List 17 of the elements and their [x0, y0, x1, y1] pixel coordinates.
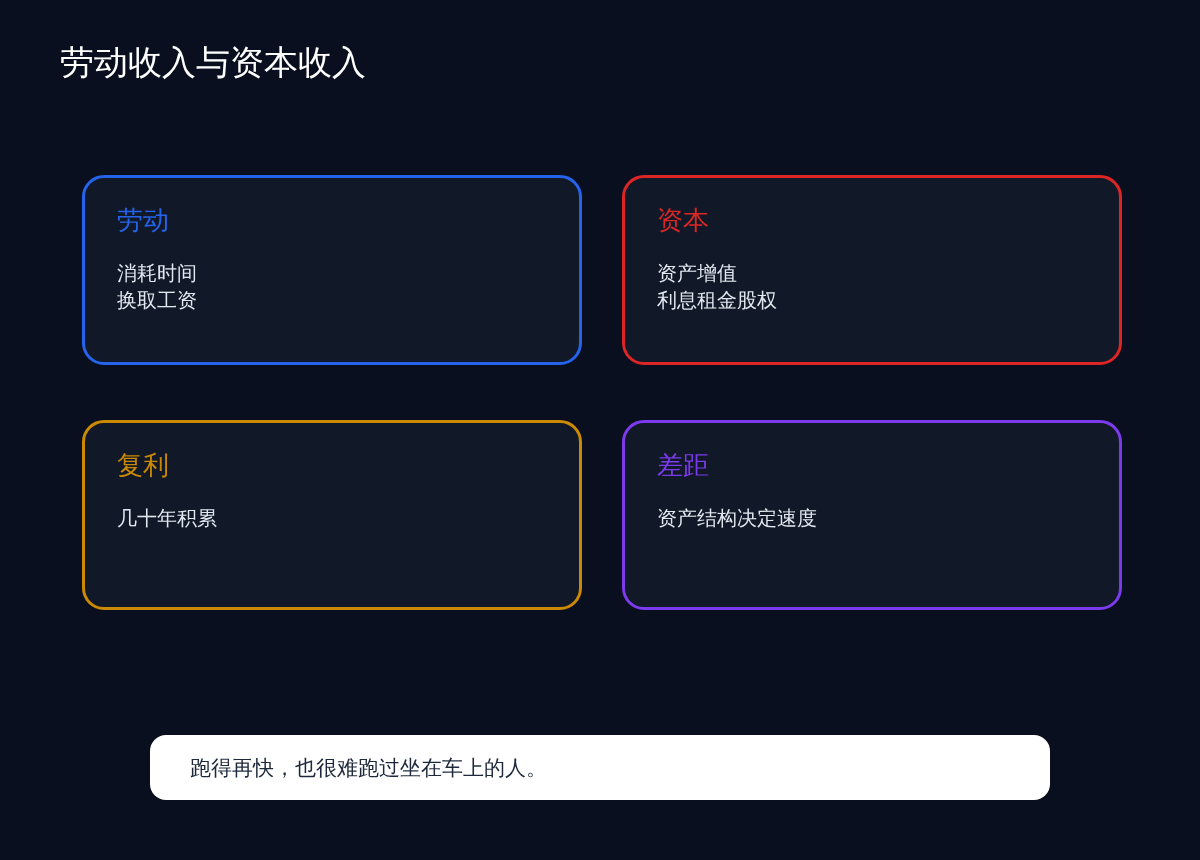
card	[82, 175, 582, 365]
card-heading: 复利	[117, 449, 169, 482]
card-text: 消耗时间	[117, 260, 197, 287]
quote-banner	[150, 735, 1050, 800]
title: 劳动收入与资本收入	[60, 41, 366, 84]
card-heading: 差距	[657, 449, 709, 482]
card	[622, 420, 1122, 610]
card-text: 利息租金股权	[657, 287, 777, 314]
card-text: 资产结构决定速度	[657, 505, 817, 532]
card-text: 资产增值	[657, 260, 737, 287]
card	[622, 175, 1122, 365]
card-heading: 劳动	[117, 204, 169, 237]
card	[82, 420, 582, 610]
card-text: 换取工资	[117, 287, 197, 314]
card-heading: 资本	[657, 204, 709, 237]
card-text: 几十年积累	[117, 505, 217, 532]
quote-text: 跑得再快，也很难跑过坐在车上的人。	[190, 754, 547, 782]
